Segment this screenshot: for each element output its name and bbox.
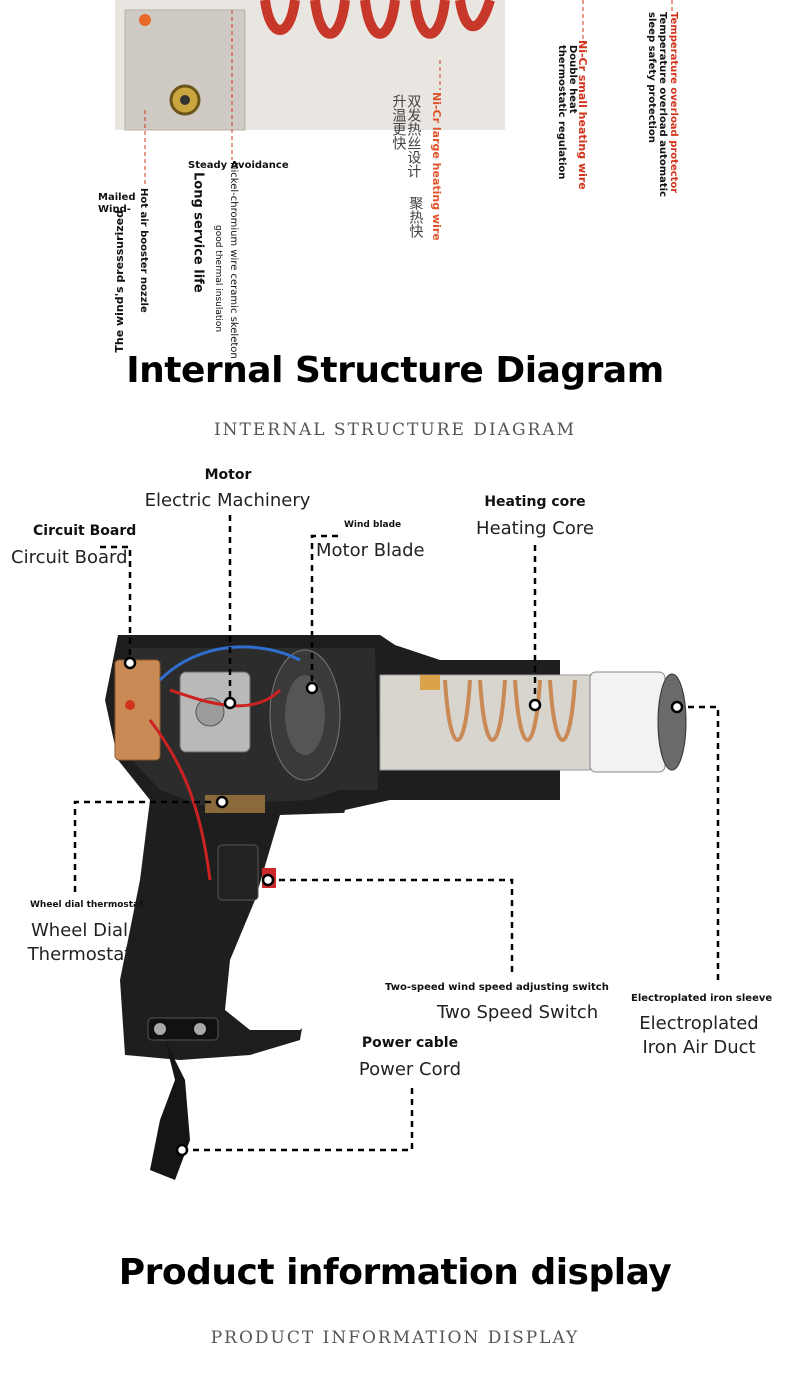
cn-col2-label: 升温更快 bbox=[390, 94, 407, 150]
section-title: Internal Structure Diagram bbox=[126, 350, 664, 391]
sleeve-label-big-2: Iron Air Duct bbox=[642, 1037, 756, 1058]
switch-label-big: Two Speed Switch bbox=[437, 1002, 599, 1023]
wheel-dial-label-big-1: Wheel Dial bbox=[31, 920, 128, 941]
heat-gun-photo bbox=[0, 580, 790, 1200]
hot-air-booster-label: Hot air booster nozzle bbox=[138, 188, 149, 313]
circuit-label-big: Circuit Board bbox=[11, 547, 128, 568]
wind-blade-label-big: Motor Blade bbox=[316, 540, 425, 561]
circuit-label-small: Circuit Board bbox=[33, 523, 137, 539]
temp-overload-label: Temperature overload protector bbox=[668, 12, 679, 194]
cn-col3-label: 聚热快 bbox=[407, 196, 424, 238]
double-heat-label: Double heat thermostatic regulation bbox=[556, 45, 578, 180]
long-service-label: Long service life bbox=[190, 172, 206, 293]
product-info-subtitle: PRODUCT INFORMATION DISPLAY bbox=[210, 1328, 580, 1348]
heating-core-closeup bbox=[105, 0, 525, 140]
section-subtitle: INTERNAL STRUCTURE DIAGRAM bbox=[213, 420, 577, 440]
sleeve-label-big-1: Electroplated bbox=[639, 1013, 759, 1034]
heating-core-label-big: Heating Core bbox=[476, 518, 594, 539]
temp-overload-desc-label: Temperature overload automatic sleep saf… bbox=[646, 12, 668, 198]
power-cable-label-big: Power Cord bbox=[358, 1059, 462, 1080]
nicr-large-label: Ni-Cr large heating wire bbox=[430, 92, 444, 241]
cn-col1-label: 双发热丝设计 bbox=[405, 94, 422, 178]
nickel-chromium-label: Nickel-chromium wire ceramic skeleton bbox=[228, 162, 239, 359]
product-info-title: Product information display bbox=[118, 1252, 672, 1293]
good-thermal-label: good thermal insulation bbox=[212, 225, 223, 333]
heating-core-label-small: Heating core bbox=[484, 494, 586, 510]
motor-label-small: Motor bbox=[204, 467, 252, 483]
power-cable-label-small: Power cable bbox=[361, 1035, 459, 1051]
nicr-small-label: Ni-Cr small heating wire bbox=[576, 40, 590, 190]
motor-label-big: Electric Machinery bbox=[144, 490, 311, 511]
wind-pressurized-label: The wind's pressurized bbox=[113, 210, 126, 353]
wheel-dial-label-big-2: Thermostat bbox=[27, 944, 132, 965]
wind-blade-label-small: Wind blade bbox=[344, 520, 402, 530]
switch-label-small: Two-speed wind speed adjusting switch bbox=[385, 982, 609, 993]
steady-avoidance-label: Steady Avoidance bbox=[188, 160, 289, 171]
wind-nozzle-label: Wind- bbox=[98, 204, 131, 215]
mailed-label: Mailed bbox=[98, 192, 136, 203]
wheel-dial-label-small: Wheel dial thermostat bbox=[30, 900, 144, 910]
sleeve-label-small: Electroplated iron sleeve bbox=[631, 993, 773, 1004]
